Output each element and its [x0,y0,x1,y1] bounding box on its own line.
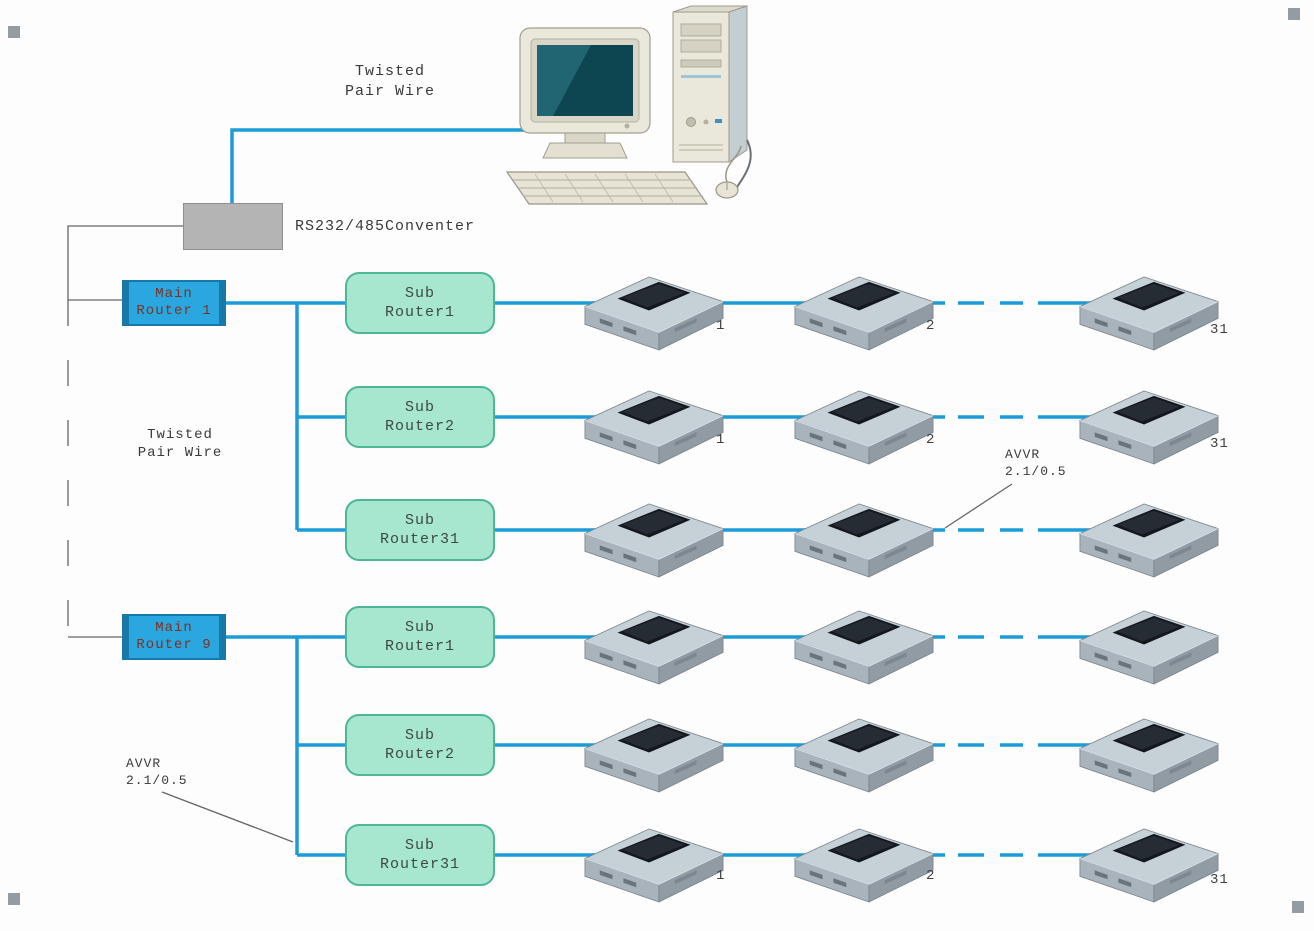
converter-label: RS232/485Conventer [295,218,476,235]
meter-device-icon [580,819,728,903]
avvr-right-leader-line [944,483,1013,529]
rs232-485-converter-box [183,203,283,250]
meter-device-icon [1075,494,1223,578]
main-router-1-box: Main Router 1 [122,280,226,326]
meter-device-icon [790,267,938,351]
device-number: 1 [716,318,726,334]
main-router-label-line1: Main [155,285,193,302]
meter-device-icon [1075,601,1223,685]
device-number: 1 [716,868,726,884]
sub-router-label-line2: Router31 [379,531,460,548]
sub-router-label-line2: Router1 [384,638,455,655]
crt-monitor-icon [519,27,651,159]
sub-router-label-line1: Sub [404,726,435,744]
sub-router-label-line1: Sub [404,284,435,302]
device-number: 2 [926,432,936,448]
meter-device-icon [790,601,938,685]
sub-router-box: Sub Router31 [345,499,495,561]
sub-router-label-line2: Router1 [384,304,455,321]
sub-router-label-line1: Sub [404,398,435,416]
sub-router-label-line1: Sub [404,511,435,529]
corner-artifact [1288,8,1300,20]
device-number: 31 [1210,872,1229,888]
corner-artifact [8,893,20,905]
main-router-label-line2: Router 1 [136,303,212,319]
main-router-label-line1: Main [155,619,193,636]
meter-device-icon [1075,819,1223,903]
device-number: 31 [1210,322,1229,338]
pc-tower-icon [672,5,752,191]
sub-router-label-line2: Router31 [379,856,460,873]
twisted-pair-wire-label-top: Twisted Pair Wire [344,63,435,100]
meter-device-icon [1075,267,1223,351]
sub-router-label-line1: Sub [404,618,435,636]
sub-router-box: Sub Router1 [345,272,495,334]
avvr-left-leader-line [161,791,294,843]
corner-artifact [8,26,20,38]
mouse-icon [715,145,742,199]
main-router-label-line2: Router 9 [136,637,212,653]
meter-device-icon [1075,709,1223,793]
meter-device-icon [790,381,938,465]
sub-router-box: Sub Router31 [345,824,495,886]
device-number: 31 [1210,436,1229,452]
meter-device-icon [580,709,728,793]
meter-device-icon [790,709,938,793]
sub-router-label-line1: Sub [404,836,435,854]
meter-device-icon [580,381,728,465]
device-number: 2 [926,868,936,884]
keyboard-icon [505,171,709,205]
converter-to-main-router1-line [67,225,183,301]
sub-router-box: Sub Router1 [345,606,495,668]
meter-device-icon [1075,381,1223,465]
sub-router-label-line2: Router2 [384,418,455,435]
meter-device-icon [790,494,938,578]
main-router-9-box: Main Router 9 [122,614,226,660]
sub-router-box: Sub Router2 [345,714,495,776]
device-number: 2 [926,318,936,334]
meter-device-icon [790,819,938,903]
avvr-label-left: AVVR 2.1/0.5 [126,756,188,788]
meter-device-icon [580,601,728,685]
meter-device-icon [580,267,728,351]
computer-illustration [505,5,752,205]
sub-router-box: Sub Router2 [345,386,495,448]
sub-router-label-line2: Router2 [384,746,455,763]
twisted-pair-wire-label-mid: Twisted Pair Wire [137,427,223,462]
device-number: 1 [716,432,726,448]
avvr-label-right: AVVR 2.1/0.5 [1005,447,1067,479]
corner-artifact [1292,901,1304,913]
meter-device-icon [580,494,728,578]
gray-leader-lines [67,225,1013,843]
converter-to-pc-wire [230,128,525,205]
